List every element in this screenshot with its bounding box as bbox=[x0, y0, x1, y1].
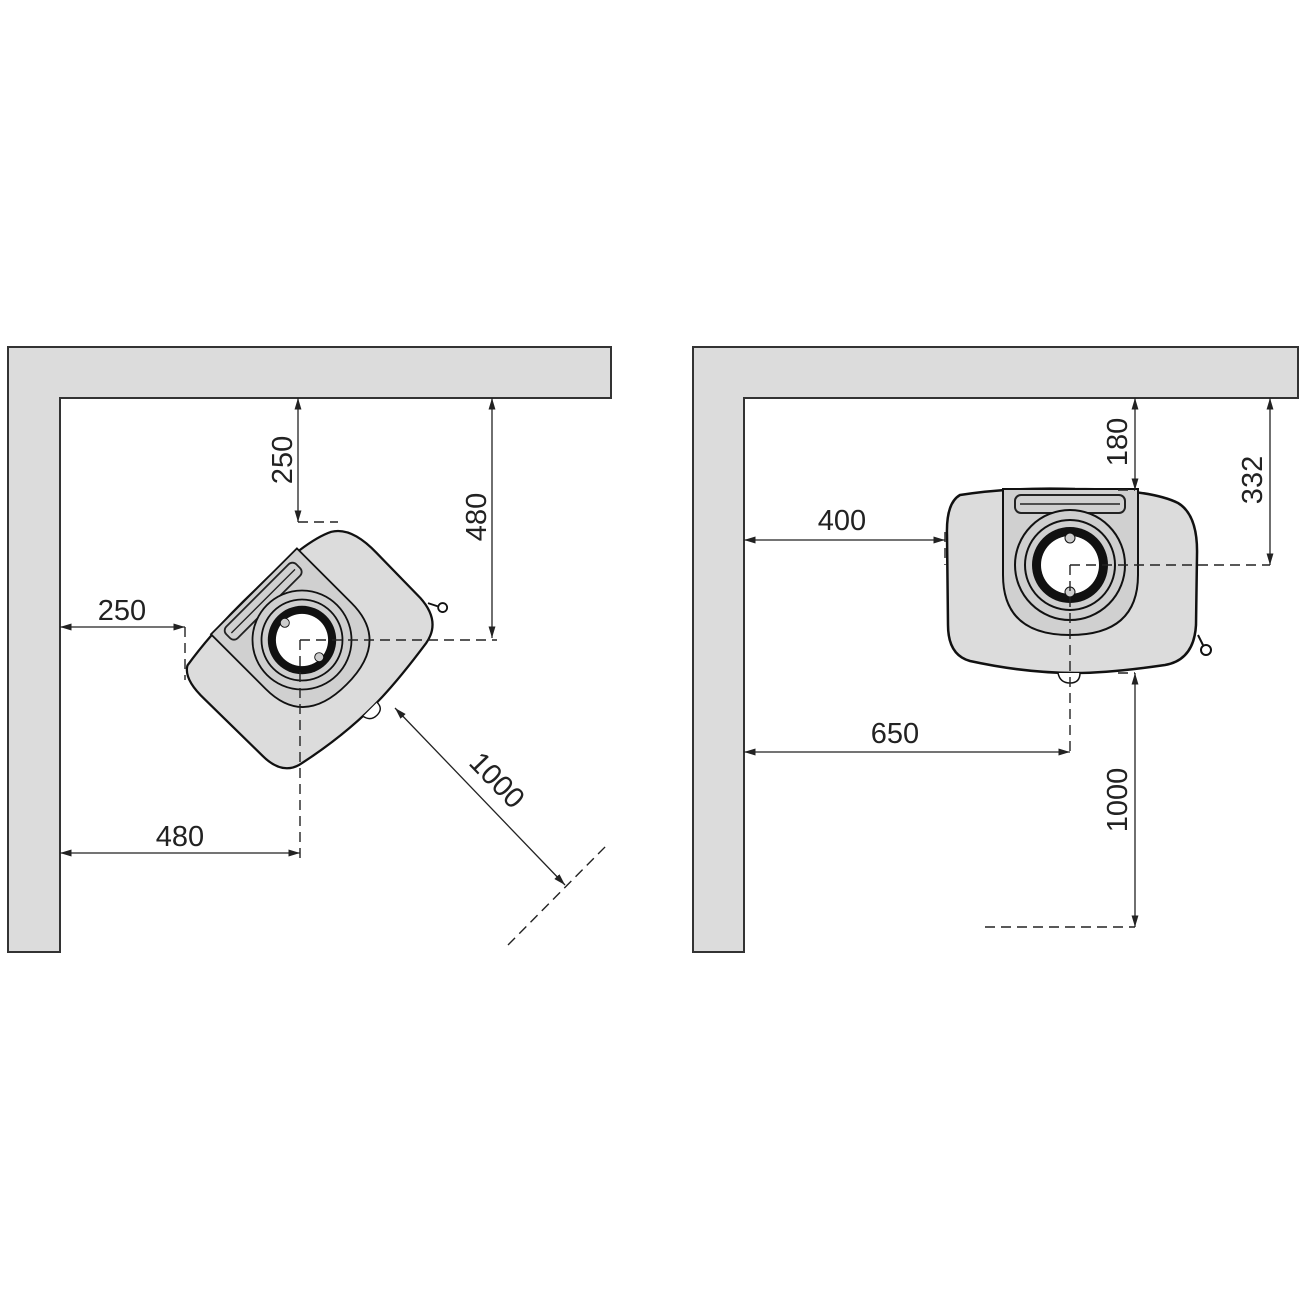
dim-side-clearance: 250 bbox=[98, 595, 146, 627]
dim-top-clearance: 250 bbox=[267, 436, 299, 484]
dim-side-to-axis: 650 bbox=[871, 718, 919, 750]
dim-top-clearance: 180 bbox=[1102, 418, 1134, 466]
dim-front-clearance: 1000 bbox=[463, 746, 531, 815]
dim-front-clearance: 1000 bbox=[1102, 768, 1134, 833]
left-corner-plan: 250 480 250 480 1000 bbox=[7, 346, 612, 953]
dim-top-to-axis: 480 bbox=[461, 493, 493, 541]
dim-side-to-axis: 480 bbox=[156, 821, 204, 853]
corner-wall bbox=[7, 346, 612, 953]
stove-straight bbox=[945, 487, 1213, 685]
corner-wall bbox=[692, 346, 1299, 953]
dim-top-to-axis: 332 bbox=[1237, 456, 1269, 504]
dim-side-clearance: 400 bbox=[818, 505, 866, 537]
right-wall-plan: 400 180 332 650 1000 bbox=[692, 346, 1299, 953]
stove-diagonal bbox=[173, 500, 468, 795]
